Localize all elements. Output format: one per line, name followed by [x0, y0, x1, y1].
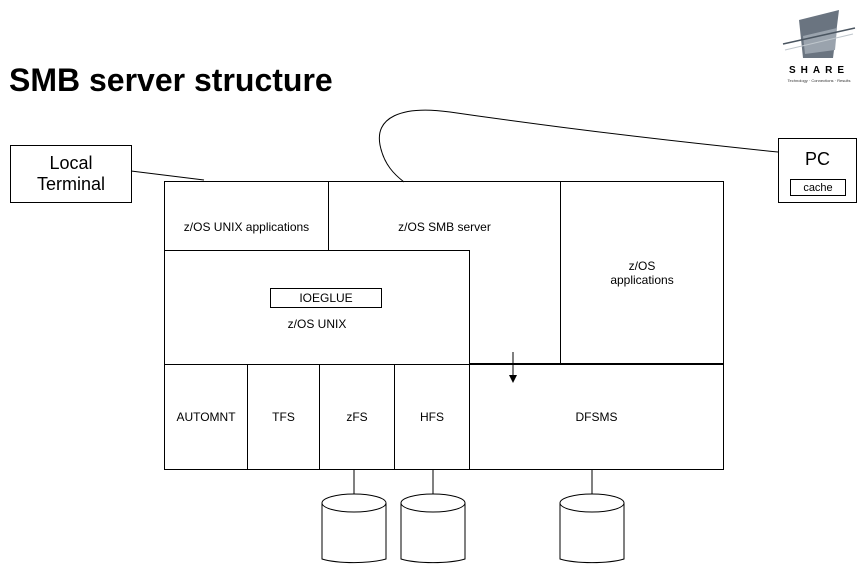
local-terminal-box: Local Terminal [10, 145, 132, 203]
zos-applications-box: z/OS applications [560, 181, 724, 364]
zos-unix-box: IOEGLUE z/OS UNIX [164, 250, 470, 365]
share-logo-icon [782, 10, 856, 58]
zos-unix-label: z/OS UNIX [287, 317, 347, 331]
dasd-cylinder-2 [400, 493, 466, 564]
share-logo: SHARE Technology · Connections · Results [781, 8, 857, 83]
zos-smb-server-label: z/OS SMB server [398, 220, 491, 234]
logo-tagline: Technology · Connections · Results [787, 78, 851, 83]
cache-box: cache [790, 179, 846, 196]
dfsms-box: DFSMS [469, 364, 724, 470]
ioeglue-box: IOEGLUE [270, 288, 382, 308]
zfs-box: zFS [319, 364, 395, 470]
terminal-connection-line [130, 170, 205, 181]
zos-unix-apps-box: z/OS UNIX applications [164, 181, 329, 251]
zos-unix-apps-label: z/OS UNIX applications [183, 220, 310, 234]
logo-wordmark: SHARE [788, 65, 849, 76]
page-title: SMB server structure [9, 62, 333, 98]
pc-label: PC [804, 149, 830, 169]
hfs-box: HFS [394, 364, 470, 470]
pc-box: PC cache [778, 138, 857, 203]
pc-connection-curve [378, 109, 779, 183]
automnt-box: AUTOMNT [164, 364, 248, 470]
tfs-box: TFS [247, 364, 320, 470]
dasd-cylinder-3 [559, 493, 625, 564]
dasd-cylinder-1 [321, 493, 387, 564]
